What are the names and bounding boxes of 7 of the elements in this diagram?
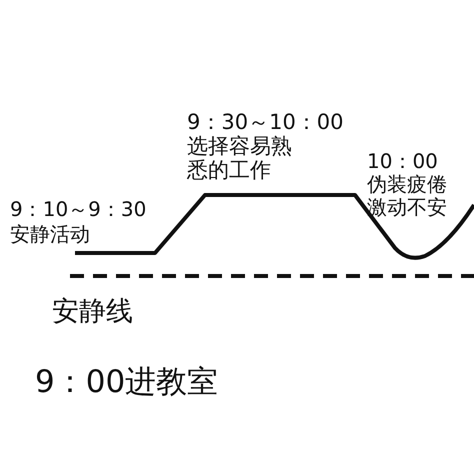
heading-note: 9：00进教室 xyxy=(35,365,218,401)
stage-note: 选择容易熟悉的工作 xyxy=(187,134,293,182)
time-label: 10：00 xyxy=(367,150,438,173)
time-label: 9：30～10：00 xyxy=(187,110,344,134)
line-label: 安静线 xyxy=(52,296,133,328)
stage-note: 安静活动 xyxy=(10,223,90,246)
time-label: 9：10～9：30 xyxy=(10,198,146,221)
